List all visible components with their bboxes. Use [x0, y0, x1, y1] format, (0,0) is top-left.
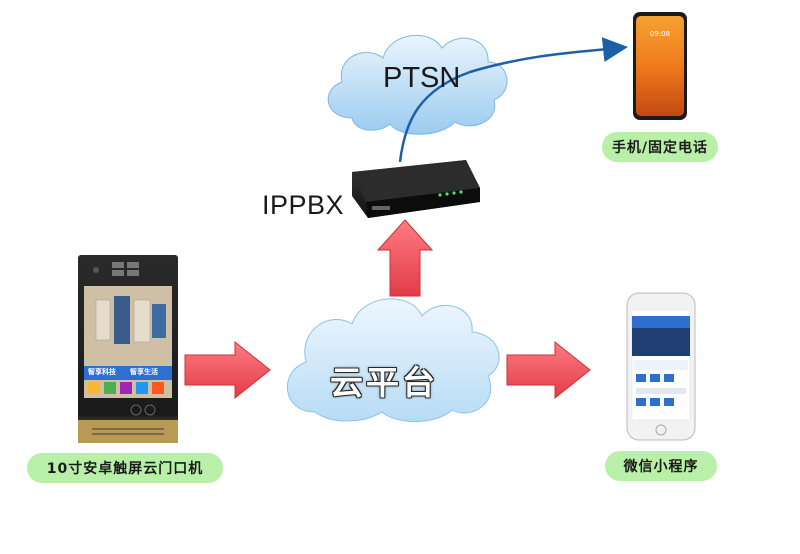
doorbell-screen-text-right: 智享生活: [130, 368, 158, 376]
miniprogram-label: 微信小程序: [605, 451, 717, 481]
svg-text:09:08: 09:08: [650, 30, 670, 38]
miniprogram-phone-icon: [626, 292, 696, 441]
ippbx-label: IPPBX: [262, 190, 345, 220]
cloud-platform-label: 云平台: [330, 363, 438, 402]
mobile-phone-icon: 09:08: [633, 12, 687, 120]
cloud-platform-icon: [286, 298, 500, 422]
cloud-to-miniprogram-arrow: [506, 340, 591, 400]
phone-label: 手机/固定电话: [602, 132, 718, 162]
doorbell-screen-text-left: 智享科技: [88, 368, 116, 376]
doorbell-label: 10寸安卓触屏云门口机: [27, 453, 223, 483]
pstn-cloud: [327, 34, 508, 135]
cloud-to-ippbx-arrow: [376, 219, 434, 297]
doorbell-device-icon: [78, 255, 178, 443]
ippbx-device-icon: [352, 160, 480, 218]
doorbell-to-cloud-arrow: [184, 340, 271, 400]
pstn-label: PTSN: [383, 62, 461, 94]
pstn-to-phone-link: [398, 37, 628, 163]
